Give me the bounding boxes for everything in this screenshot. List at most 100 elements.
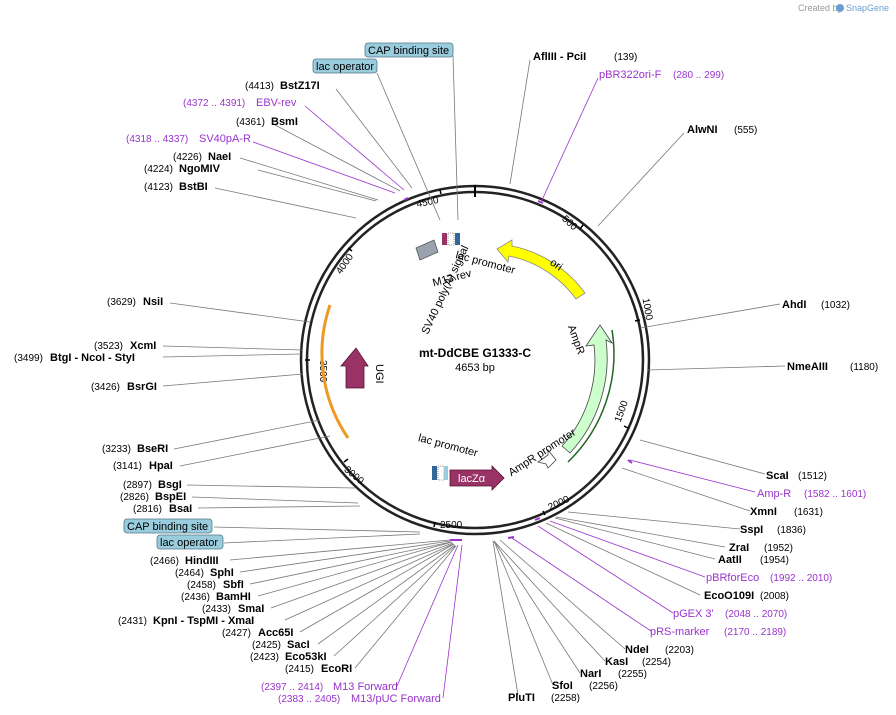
svg-text:NgoMIV: NgoMIV bbox=[179, 163, 221, 175]
svg-text:(1582 .. 1601): (1582 .. 1601) bbox=[804, 489, 866, 500]
lac-operator-box-bottom: lac operator bbox=[156, 534, 224, 550]
svg-text:SspI: SspI bbox=[740, 524, 763, 536]
svg-text:BsgI: BsgI bbox=[158, 479, 182, 491]
svg-text:(2008): (2008) bbox=[760, 591, 789, 602]
credit-text: Created by bbox=[798, 3, 843, 13]
lac-promoter-bottom-label: lac promoter bbox=[417, 432, 479, 460]
svg-text:(4413): (4413) bbox=[245, 81, 274, 92]
svg-text:BstBI: BstBI bbox=[179, 181, 208, 193]
svg-text:(3426): (3426) bbox=[91, 382, 120, 393]
svg-text:SbfI: SbfI bbox=[223, 579, 244, 591]
svg-text:KpnI - TspMI - XmaI: KpnI - TspMI - XmaI bbox=[153, 615, 254, 627]
svg-text:lac operator: lac operator bbox=[316, 61, 374, 73]
top-box-2 bbox=[447, 232, 455, 246]
svg-text:4500: 4500 bbox=[416, 195, 440, 210]
svg-text:BamHI: BamHI bbox=[216, 591, 251, 603]
cap-binding-box-bottom: CAP binding site bbox=[123, 518, 213, 534]
svg-text:XmnI: XmnI bbox=[750, 506, 777, 518]
svg-text:(2254): (2254) bbox=[642, 657, 671, 668]
svg-text:pGEX 3': pGEX 3' bbox=[673, 608, 714, 620]
svg-text:M13/pUC Forward: M13/pUC Forward bbox=[351, 693, 441, 705]
top-box-3 bbox=[455, 233, 460, 245]
svg-text:BsmI: BsmI bbox=[271, 116, 298, 128]
svg-text:BspEI: BspEI bbox=[155, 491, 186, 503]
left-primer-arc bbox=[320, 304, 350, 439]
svg-text:(2256): (2256) bbox=[589, 681, 618, 692]
svg-text:(1992 .. 2010): (1992 .. 2010) bbox=[770, 573, 832, 584]
right-site-labels: AflIII - PciI (139) pBR322ori-F (280 .. … bbox=[508, 51, 878, 704]
plasmid-size: 4653 bp bbox=[455, 362, 495, 374]
lac-box-b1 bbox=[432, 466, 437, 480]
svg-text:NmeAIII: NmeAIII bbox=[787, 361, 828, 373]
ampr-label: AmpR bbox=[565, 323, 587, 356]
svg-text:BtgI - NcoI - StyI: BtgI - NcoI - StyI bbox=[50, 352, 135, 364]
svg-text:NdeI: NdeI bbox=[625, 644, 649, 656]
left-site-labels: (4413) BstZ17I (4372 .. 4391) EBV-rev (4… bbox=[14, 80, 441, 705]
svg-text:(2415): (2415) bbox=[285, 664, 314, 675]
svg-text:NaeI: NaeI bbox=[208, 151, 231, 163]
svg-text:pBR322ori-F: pBR322ori-F bbox=[599, 69, 662, 81]
svg-text:AatII: AatII bbox=[718, 554, 742, 566]
svg-text:PluTI: PluTI bbox=[508, 692, 535, 704]
svg-text:ZraI: ZraI bbox=[729, 542, 749, 554]
svg-text:BseRI: BseRI bbox=[137, 443, 168, 455]
svg-text:(280 .. 299): (280 .. 299) bbox=[673, 70, 724, 81]
svg-text:(2458): (2458) bbox=[187, 580, 216, 591]
svg-text:lac operator: lac operator bbox=[160, 537, 218, 549]
ori-label: ori bbox=[548, 257, 565, 274]
svg-text:(4372 .. 4391): (4372 .. 4391) bbox=[183, 98, 245, 109]
cap-binding-box-top: CAP binding site bbox=[364, 42, 454, 58]
left-leaders bbox=[162, 55, 463, 699]
svg-text:1000: 1000 bbox=[640, 297, 655, 321]
svg-text:CAP binding site: CAP binding site bbox=[127, 521, 208, 533]
svg-text:(2203): (2203) bbox=[665, 645, 694, 656]
svg-text:4000: 4000 bbox=[334, 252, 356, 277]
svg-text:(555): (555) bbox=[734, 125, 757, 136]
svg-text:(4361): (4361) bbox=[236, 117, 265, 128]
primer-marks bbox=[403, 197, 633, 541]
svg-text:(3629): (3629) bbox=[107, 297, 136, 308]
svg-text:(3233): (3233) bbox=[102, 444, 131, 455]
svg-text:(2397 .. 2414): (2397 .. 2414) bbox=[261, 682, 323, 693]
svg-text:Acc65I: Acc65I bbox=[258, 627, 293, 639]
svg-text:2000: 2000 bbox=[547, 494, 572, 514]
ampr-promoter-arrow bbox=[537, 448, 557, 469]
ori-arrow bbox=[496, 239, 586, 300]
svg-text:(2464): (2464) bbox=[175, 568, 204, 579]
svg-text:AhdI: AhdI bbox=[782, 299, 806, 311]
svg-text:SacI: SacI bbox=[287, 639, 310, 651]
svg-text:XcmI: XcmI bbox=[130, 340, 156, 352]
svg-text:SmaI: SmaI bbox=[238, 603, 264, 615]
svg-text:EBV-rev: EBV-rev bbox=[256, 97, 297, 109]
svg-text:(2431): (2431) bbox=[118, 616, 147, 627]
svg-text:1500: 1500 bbox=[613, 399, 631, 424]
svg-text:(1836): (1836) bbox=[777, 525, 806, 536]
svg-text:(1512): (1512) bbox=[798, 471, 827, 482]
svg-text:(2436): (2436) bbox=[181, 592, 210, 603]
svg-text:NsiI: NsiI bbox=[143, 296, 163, 308]
lac-box-b2 bbox=[437, 465, 445, 481]
svg-text:(139): (139) bbox=[614, 52, 637, 63]
svg-text:(1954): (1954) bbox=[760, 555, 789, 566]
svg-text:BstZ17I: BstZ17I bbox=[280, 80, 320, 92]
svg-text:(2255): (2255) bbox=[618, 669, 647, 680]
svg-text:(1032): (1032) bbox=[821, 300, 850, 311]
svg-text:ScaI: ScaI bbox=[766, 470, 789, 482]
svg-text:(2258): (2258) bbox=[551, 693, 580, 704]
svg-text:AlwNI: AlwNI bbox=[687, 124, 718, 136]
svg-text:(3523): (3523) bbox=[94, 341, 123, 352]
lac-operator-box-top: lac operator bbox=[312, 58, 378, 74]
svg-text:Amp-R: Amp-R bbox=[757, 488, 791, 500]
svg-text:(4318 .. 4337): (4318 .. 4337) bbox=[126, 134, 188, 145]
svg-text:(1952): (1952) bbox=[764, 543, 793, 554]
top-box-1 bbox=[442, 233, 447, 245]
ugi-arrow bbox=[340, 347, 369, 389]
svg-text:(2048 .. 2070): (2048 .. 2070) bbox=[725, 609, 787, 620]
svg-text:HpaI: HpaI bbox=[149, 460, 173, 472]
svg-text:BsrGI: BsrGI bbox=[127, 381, 157, 393]
svg-text:(2423): (2423) bbox=[250, 652, 279, 663]
svg-text:SV40pA-R: SV40pA-R bbox=[199, 133, 251, 145]
sv40-arrow bbox=[415, 239, 439, 261]
svg-text:(2170 .. 2189): (2170 .. 2189) bbox=[724, 627, 786, 638]
svg-text:NarI: NarI bbox=[580, 668, 601, 680]
